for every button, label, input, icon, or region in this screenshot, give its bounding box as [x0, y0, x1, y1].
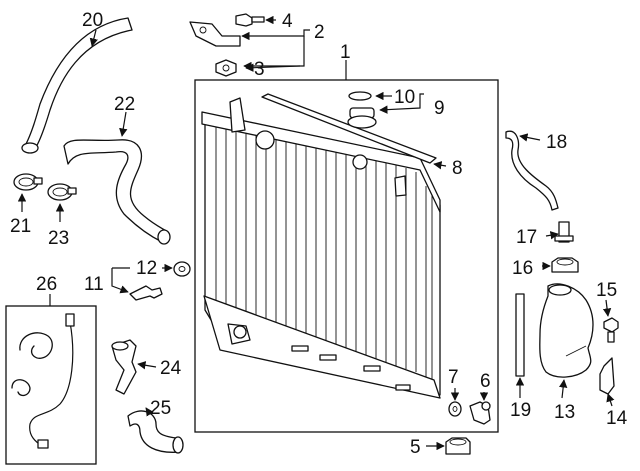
callout-25: 25	[150, 398, 171, 419]
callout-23: 23	[48, 228, 69, 249]
callout-21: 21	[10, 216, 31, 237]
nut-5	[445, 437, 471, 455]
joint-17	[554, 221, 574, 243]
callout-5: 5	[410, 437, 421, 458]
callout-11: 11	[84, 274, 104, 295]
callout-1: 1	[340, 42, 351, 63]
leader-lines	[17, 15, 615, 451]
callout-18: 18	[546, 132, 567, 153]
wire-harness	[11, 313, 75, 449]
reserve-tank	[539, 283, 594, 378]
upper-seal	[261, 93, 437, 164]
radiator-cap	[347, 91, 377, 129]
upper-hose	[21, 17, 133, 154]
callout-numbers: 20 4 2 3 1 10 9 22 8 18 21 23 17 16 12 1…	[10, 10, 628, 458]
callout-9: 9	[434, 98, 445, 119]
callout-13: 13	[554, 402, 575, 423]
bolt-4	[235, 13, 265, 27]
drain-cock	[469, 401, 491, 425]
callout-17: 17	[516, 227, 537, 248]
callout-14: 14	[606, 408, 628, 429]
reserve-hose	[505, 130, 559, 211]
radiator-core	[201, 97, 441, 399]
callout-15: 15	[596, 280, 617, 301]
reservoir-cap	[551, 257, 579, 273]
callout-12: 12	[136, 258, 157, 279]
callout-24: 24	[160, 358, 182, 379]
callout-10: 10	[394, 87, 415, 108]
callout-26: 26	[36, 274, 57, 295]
callout-22: 22	[114, 94, 135, 115]
callout-2: 2	[314, 22, 325, 43]
callout-6: 6	[480, 371, 491, 392]
bolt-15	[603, 317, 619, 343]
callout-20: 20	[82, 10, 103, 31]
nut-3	[215, 59, 237, 77]
callout-7: 7	[448, 367, 459, 388]
reservoir-bracket	[599, 357, 615, 395]
drain-plug-11	[129, 285, 163, 301]
callout-3: 3	[254, 59, 265, 80]
lower-hose	[63, 139, 171, 245]
bracket	[189, 21, 241, 47]
water-pipe	[111, 339, 137, 395]
callout-16: 16	[512, 258, 533, 279]
hose-clamp-21	[13, 173, 43, 191]
callout-19: 19	[510, 400, 531, 421]
callout-4: 4	[282, 11, 293, 32]
washer-7	[448, 401, 462, 417]
overflow-tube	[515, 293, 525, 377]
harness-box	[5, 305, 97, 465]
hose-clamp-23	[47, 183, 77, 201]
washer-12	[173, 261, 191, 277]
callout-8: 8	[452, 158, 463, 179]
